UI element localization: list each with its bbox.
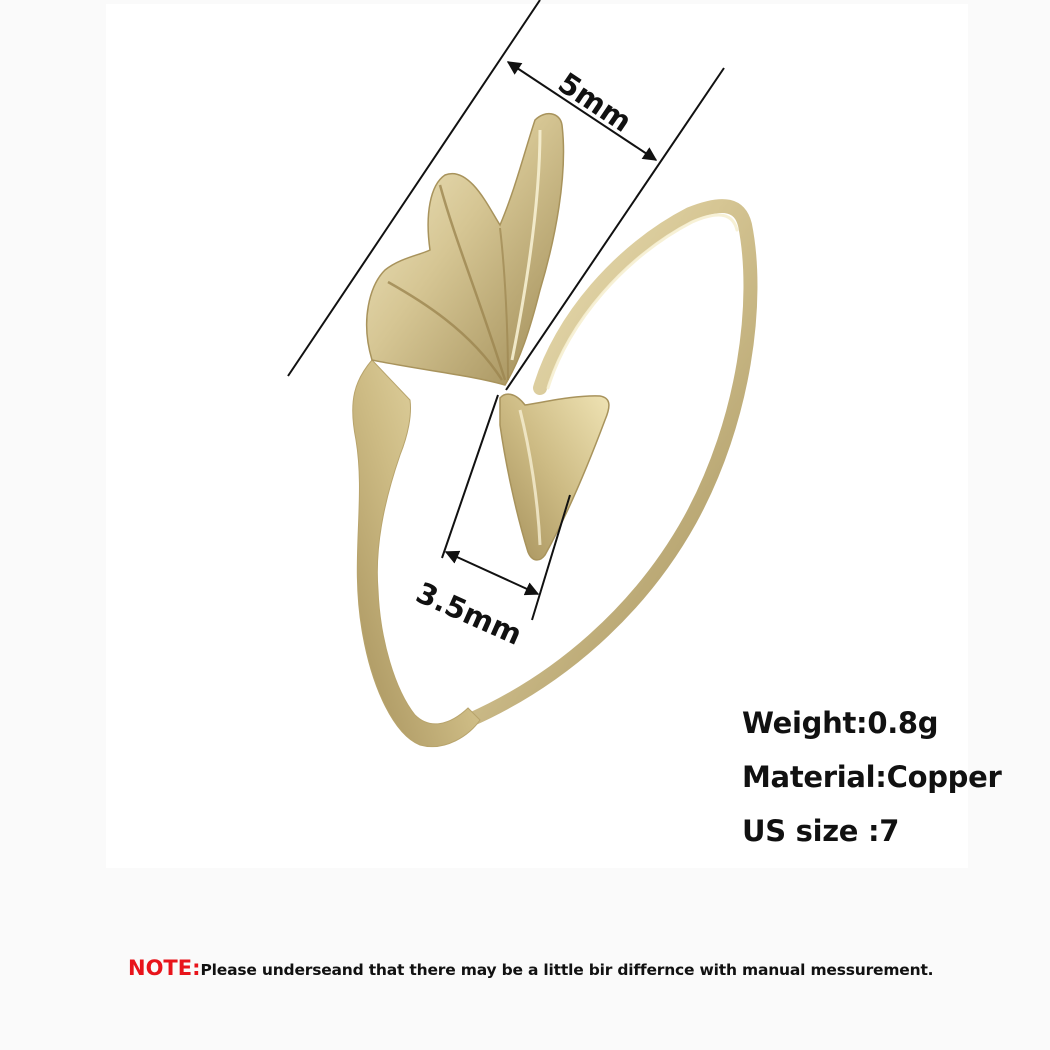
dimension-arrow-tail [444, 550, 540, 596]
dimension-guide-wing-right [505, 67, 725, 391]
ring-band [403, 199, 758, 743]
ring-shank [352, 359, 481, 747]
dimension-guide-wing-left [287, 0, 541, 377]
note-text: Please underseand that there may be a li… [200, 961, 934, 979]
spec-material: Material:Copper [742, 760, 1002, 794]
ring-band-highlight [546, 213, 739, 390]
dragon-wing [365, 113, 565, 386]
spec-weight: Weight:0.8g [742, 706, 939, 740]
dimension-label-tail: 3.5mm [411, 575, 527, 652]
spec-size: US size :7 [742, 814, 900, 848]
dimension-guide-tail-right [531, 494, 571, 621]
dimension-arrow-wing [506, 61, 658, 161]
dimension-label-wing: 5mm [552, 66, 638, 139]
dragon-tail-tip [499, 393, 610, 561]
dimension-guide-tail-left [441, 394, 499, 559]
note: NOTE:Please underseand that there may be… [128, 956, 934, 980]
note-label: NOTE: [128, 956, 201, 980]
